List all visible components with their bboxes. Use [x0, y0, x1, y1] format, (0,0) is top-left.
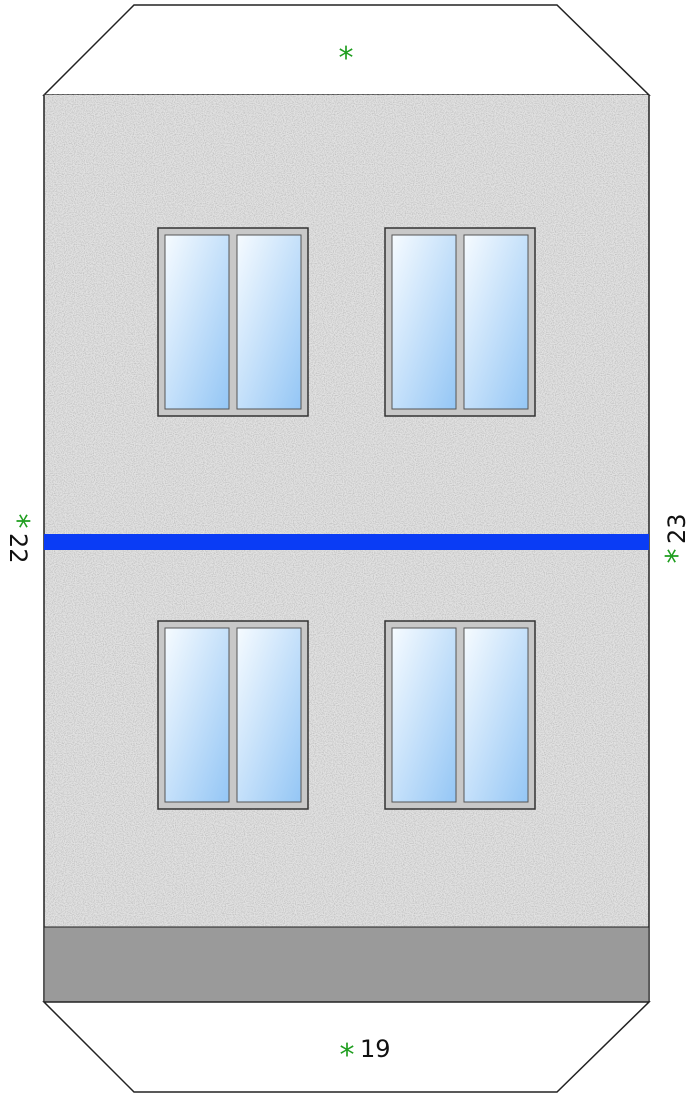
lower-left-window — [157, 620, 309, 810]
left-side-marker: * — [0, 514, 35, 529]
window-pane — [463, 234, 529, 410]
blue-band — [44, 534, 649, 550]
window-pane — [236, 627, 302, 803]
bottom-flap-label: 19 — [360, 1035, 391, 1063]
lower-right-window — [384, 620, 536, 810]
bottom-flap — [42, 1001, 651, 1093]
window-pane — [164, 234, 230, 410]
wall-panel — [44, 95, 649, 927]
base-plinth — [43, 926, 650, 1003]
right-side-label: 23 — [663, 513, 686, 544]
top-flap-marker: * — [339, 41, 354, 76]
upper-left-window — [157, 227, 309, 417]
right-side-marker: * — [660, 549, 686, 564]
window-pane — [391, 234, 457, 410]
window-pane — [391, 627, 457, 803]
window-pane — [164, 627, 230, 803]
left-side-label: 22 — [4, 533, 32, 564]
upper-right-window — [384, 227, 536, 417]
window-pane — [236, 234, 302, 410]
window-pane — [463, 627, 529, 803]
bottom-flap-marker: * — [340, 1038, 355, 1073]
